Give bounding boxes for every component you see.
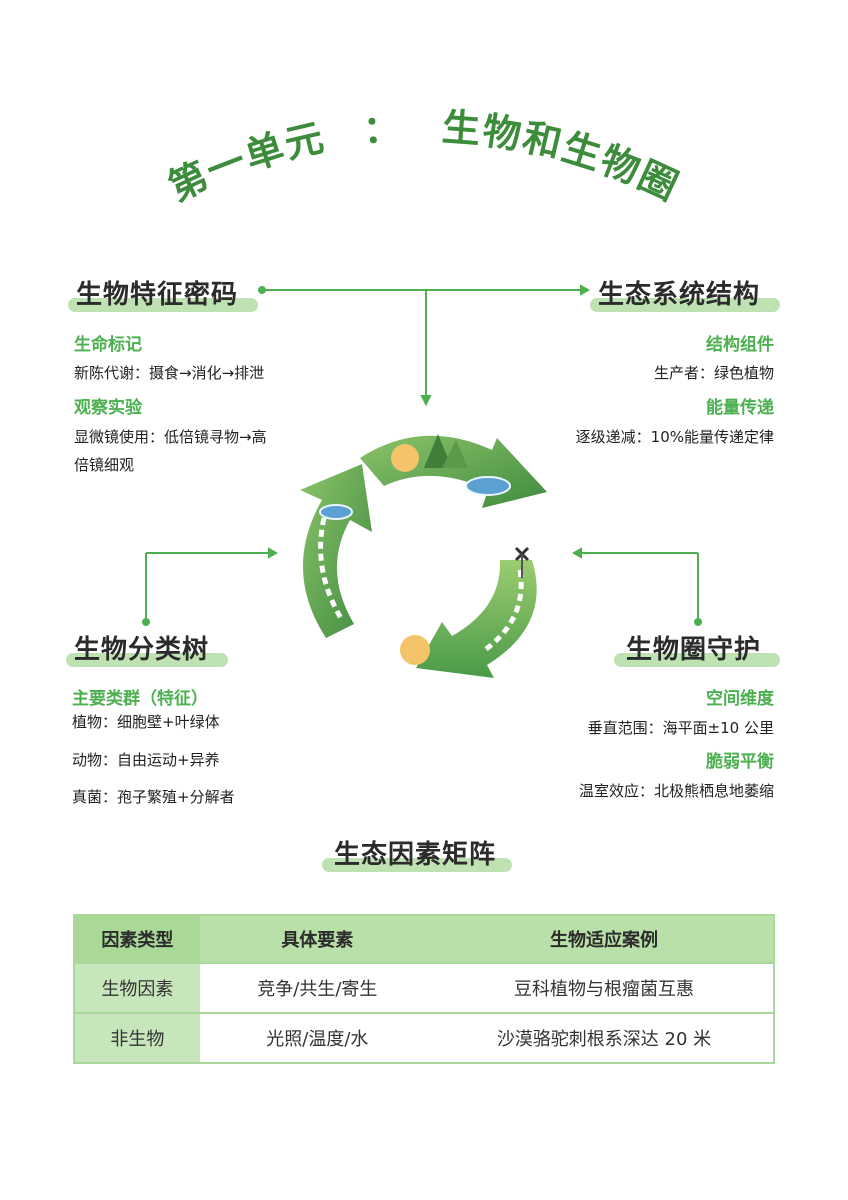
column-header-type: 因素类型 [74, 915, 200, 963]
page-title: 第一单元 ： 生物和生物圈 [0, 105, 848, 215]
section-heading-ecosystem: 生态系统结构 [590, 274, 780, 312]
table-row: 生物因素 竞争/共生/寄生 豆科植物与根瘤菌互惠 [74, 962, 774, 1013]
subheading-components: 结构组件 [706, 335, 774, 355]
title-colon: ： [361, 105, 404, 152]
text-animals: 动物：自由运动+异养 [72, 751, 220, 769]
text-plants: 植物：细胞壁+叶绿体 [72, 713, 220, 731]
text-producers: 生产者：绿色植物 [653, 364, 774, 382]
table-cell: 生物因素 [74, 962, 200, 1013]
text-microscope-line2: 倍镜细观 [74, 456, 135, 474]
title-right: 生物和生物圈 [441, 105, 687, 210]
section-heading-classification: 生物分类树 [66, 629, 228, 667]
text-metabolism: 新陈代谢：摄食→消化→排泄 [74, 364, 265, 382]
text-fungi: 真菌：孢子繁殖+分解者 [72, 788, 235, 806]
svg-text:第一单元 ： 生物和生物圈: 第一单元 ： 生物和生物圈 [162, 105, 686, 210]
table-cell: 沙漠骆驼刺根系深达 20 米 [434, 1012, 774, 1063]
table-cell: 非生物 [74, 1012, 200, 1063]
subheading-balance: 脆弱平衡 [706, 752, 774, 772]
column-header-elements: 具体要素 [199, 915, 435, 963]
text-microscope-line1: 显微镜使用：低倍镜寻物→高 [74, 428, 267, 446]
table-cell: 豆科植物与根瘤菌互惠 [434, 962, 774, 1013]
table-header-row: 因素类型 具体要素 生物适应案例 [74, 915, 774, 963]
text-greenhouse: 温室效应：北极熊栖息地萎缩 [578, 782, 774, 800]
title-left: 第一单元 [162, 115, 330, 210]
cycle-arrows-icon [300, 434, 547, 678]
ecology-factor-table: 因素类型 具体要素 生物适应案例 生物因素 竞争/共生/寄生 豆科植物与根瘤菌互… [73, 914, 775, 1064]
text-energy-law: 逐级递减：10%能量传递定律 [575, 428, 774, 446]
table-cell: 光照/温度/水 [199, 1012, 435, 1063]
subheading-life-marks: 生命标记 [74, 335, 142, 355]
text-vertical-range: 垂直范围：海平面±10 公里 [587, 719, 774, 737]
section-heading-protection: 生物圈守护 [614, 629, 780, 667]
subheading-groups: 主要类群（特征） [72, 689, 208, 709]
subheading-experiment: 观察实验 [74, 398, 142, 418]
table-cell: 竞争/共生/寄生 [199, 962, 435, 1013]
section-heading-traits: 生物特征密码 [68, 274, 258, 312]
subheading-energy: 能量传递 [706, 398, 774, 418]
column-header-cases: 生物适应案例 [434, 915, 774, 963]
section-heading-matrix: 生态因素矩阵 [322, 834, 512, 872]
table-row: 非生物 光照/温度/水 沙漠骆驼刺根系深达 20 米 [74, 1012, 774, 1063]
subheading-space: 空间维度 [706, 689, 774, 709]
